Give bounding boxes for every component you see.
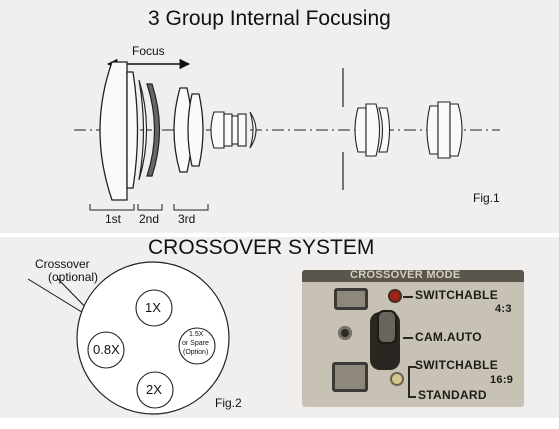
photo-line — [403, 296, 413, 298]
cam-auto-label: CAM.AUTO — [415, 330, 482, 344]
photo-indicator-frame — [332, 362, 368, 392]
label-spare-2: or Spare — [182, 340, 209, 347]
label-spare-1: 1.5X — [189, 331, 204, 338]
position-2x — [136, 371, 174, 409]
lens-diagram — [74, 58, 500, 211]
lens-element — [249, 111, 257, 149]
lens-element — [426, 105, 439, 155]
photo-bracket — [408, 366, 416, 398]
position-0-8x — [87, 331, 125, 369]
lens-element — [231, 115, 239, 145]
lens-element — [99, 61, 128, 201]
crossover-title: CROSSOVER SYSTEM — [148, 236, 375, 259]
switchable-label-2: SWITCHABLE — [415, 358, 498, 372]
group-bracket — [89, 204, 135, 211]
label-0-8x: 0.8X — [93, 342, 120, 357]
lens-element — [437, 101, 451, 159]
fig-1-label: Fig.1 — [473, 191, 500, 205]
yellow-led — [392, 374, 402, 384]
label-1x: 1X — [145, 300, 161, 315]
red-led — [390, 291, 400, 301]
photo-line — [403, 337, 413, 339]
callout-label-1: Crossover — [35, 257, 90, 271]
group-bracket — [173, 204, 209, 211]
lens-element — [449, 103, 463, 157]
lens-element — [138, 79, 148, 181]
callout-label-2: (optional) — [48, 270, 99, 284]
label-2x: 2X — [146, 382, 162, 397]
lens-title: 3 Group Internal Focusing — [148, 7, 391, 30]
focus-label: Focus — [132, 44, 165, 58]
lens-element — [187, 93, 204, 167]
ratio-4-3-label: 4:3 — [495, 303, 512, 315]
screw-icon — [338, 326, 352, 340]
lens-element — [354, 107, 367, 153]
standard-label: STANDARD — [418, 388, 487, 402]
crossover-switch-photo: CROSSOVER MODE SWITCHABLE 4:3 CAM.AUTO S… — [302, 270, 524, 407]
lens-element — [237, 113, 247, 147]
fig-2-label: Fig.2 — [215, 396, 242, 410]
label-spare-3: (Option) — [183, 349, 209, 356]
group-label-2nd: 2nd — [139, 212, 160, 226]
lens-element — [210, 111, 225, 149]
lens-element — [223, 113, 233, 147]
lens-element — [126, 71, 139, 189]
photo-header-strip — [302, 270, 524, 282]
position-1x — [135, 289, 173, 327]
photo-header-text: CROSSOVER MODE — [350, 270, 461, 281]
lens-diagram-panel — [0, 0, 559, 233]
lens-element — [146, 83, 161, 177]
photo-indicator-frame — [334, 288, 368, 310]
lens-element — [378, 107, 391, 153]
position-spare — [178, 327, 216, 365]
ratio-16-9-label: 16:9 — [490, 374, 514, 386]
group-label-3rd: 3rd — [178, 212, 196, 226]
turret-diagram — [27, 261, 230, 415]
group-bracket — [137, 204, 163, 211]
lens-element — [365, 103, 381, 157]
turret-disc — [76, 261, 230, 415]
group-label-1st: 1st — [105, 212, 122, 226]
toggle-lever — [377, 310, 397, 344]
switchable-label-1: SWITCHABLE — [415, 288, 498, 302]
